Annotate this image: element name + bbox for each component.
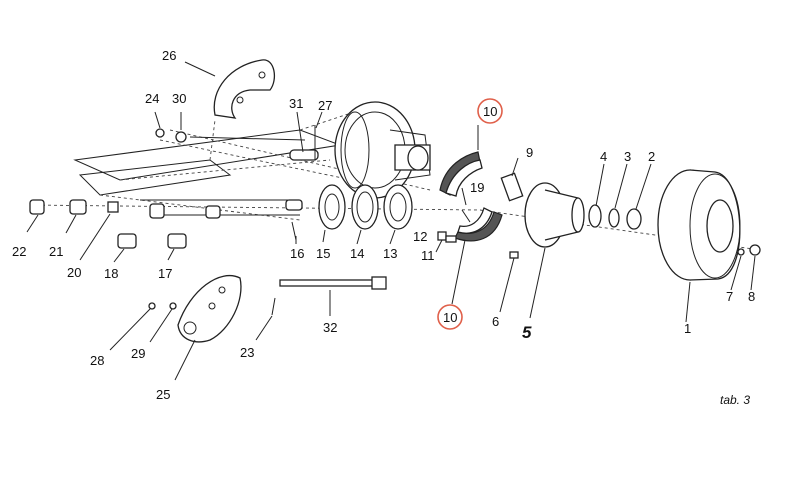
bearings-seals [318, 184, 413, 230]
hub-bearings [588, 204, 642, 230]
label-28: 28 [90, 353, 104, 368]
label-29: 29 [131, 346, 145, 361]
label-15: 15 [316, 246, 330, 261]
label-30: 30 [172, 91, 186, 106]
label-3: 3 [624, 149, 631, 164]
pins-bolts [148, 125, 387, 316]
label-23: 23 [240, 345, 254, 360]
label-12: 12 [413, 229, 427, 244]
label-27: 27 [318, 98, 332, 113]
hub-5 [509, 182, 585, 259]
brake-drum-1 [657, 169, 761, 281]
label-11: 11 [421, 248, 435, 263]
label-16: 16 [290, 246, 304, 261]
label-18: 18 [104, 266, 118, 281]
backing-plate-25 [177, 275, 242, 343]
label-19: 19 [470, 180, 484, 195]
label-7: 7 [726, 289, 733, 304]
label-22: 22 [12, 244, 26, 259]
label-6: 6 [492, 314, 499, 329]
label-31: 31 [289, 96, 303, 111]
label-21: 21 [49, 244, 63, 259]
axle-housing [334, 101, 431, 199]
label-10-top: 10 [483, 104, 497, 119]
label-5: 5 [522, 323, 532, 342]
label-14: 14 [350, 246, 364, 261]
leader-lines [26, 61, 756, 381]
label-24: 24 [145, 91, 159, 106]
parts-left [29, 128, 306, 249]
label-9: 9 [526, 145, 533, 160]
label-2: 2 [648, 149, 655, 164]
label-17: 17 [158, 266, 172, 281]
label-8: 8 [748, 289, 755, 304]
backing-plate-26 [213, 59, 276, 119]
label-4: 4 [600, 149, 607, 164]
label-1: 1 [684, 321, 691, 336]
highlight-circle-bottom [437, 304, 463, 330]
label-13: 13 [383, 246, 397, 261]
part-labels: 1 2 3 4 5 6 7 8 9 10 10 11 12 13 14 15 1… [12, 48, 755, 407]
label-10-bottom: 10 [443, 310, 457, 325]
highlight-circle-top [477, 98, 503, 124]
label-26: 26 [162, 48, 176, 63]
table-caption: tab. 3 [720, 393, 750, 407]
label-20: 20 [67, 265, 81, 280]
brake-shoes [439, 151, 503, 242]
label-32: 32 [323, 320, 337, 335]
label-25: 25 [156, 387, 170, 402]
